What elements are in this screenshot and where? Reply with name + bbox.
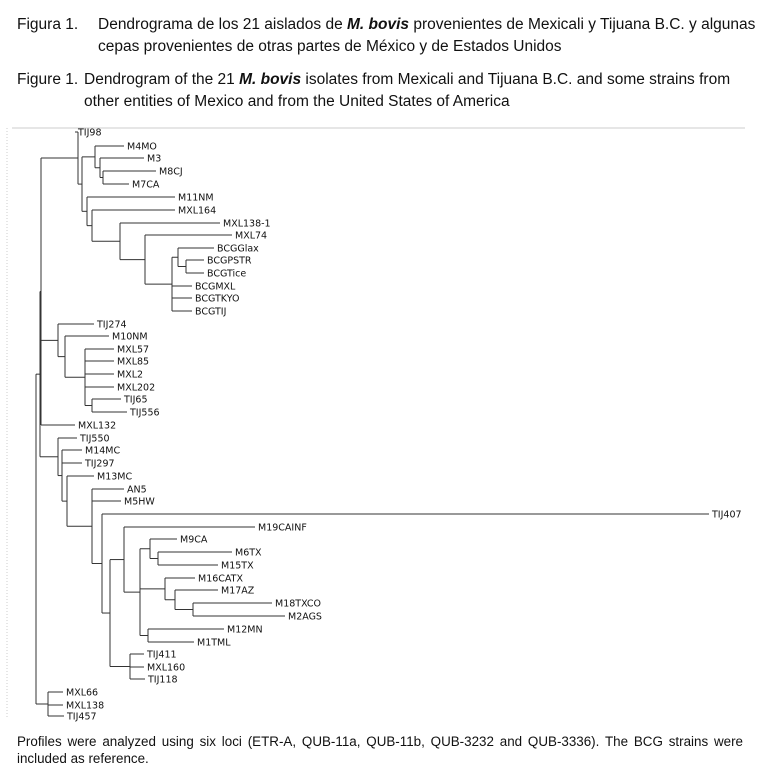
leaf-label: TIJ457 — [66, 712, 97, 723]
leaf-label: TIJ65 — [123, 395, 148, 406]
leaf-label: BCGTKYO — [195, 294, 239, 305]
leaf-label: M16CATX — [198, 574, 243, 585]
leaf-label: MXL66 — [66, 688, 98, 699]
leaf-label: TIJ118 — [147, 675, 178, 686]
caption-en-line2: other entities of Mexico and from the Un… — [84, 93, 510, 110]
caption-es-species: M. bovis — [347, 16, 410, 33]
caption-en-text-b: isolates from Mexicali and Tijuana B.C. … — [301, 71, 731, 88]
leaf-label: M7CA — [132, 180, 160, 191]
caption-en-species: M. bovis — [239, 71, 302, 88]
dendrogram: TIJ98M4MOM3M8CJM7CAM11NMMXL164MXL138-1MX… — [6, 127, 745, 723]
leaf-label: BCGGlax — [217, 244, 259, 255]
leaf-label: MXL74 — [235, 231, 267, 242]
leaf-label: MXL160 — [147, 663, 185, 674]
leaf-label: M18TXCO — [275, 599, 321, 610]
leaf-label: TIJ550 — [79, 434, 110, 445]
caption-es-text-b: provenientes de Mexicali y Tijuana B.C. … — [409, 16, 756, 33]
leaf-label: M13MC — [97, 472, 132, 483]
leaf-label: M12MN — [227, 625, 263, 636]
leaf-label: BCGTIJ — [195, 307, 226, 318]
leaf-label: MXL57 — [117, 345, 149, 356]
caption-en-number: Figure 1. — [17, 71, 79, 88]
leaf-label: M1TML — [197, 638, 231, 649]
caption-es-line1: Dendrograma de los 21 aislados de M. bov… — [98, 16, 755, 34]
dendrogram-leaf-labels: TIJ98M4MOM3M8CJM7CAM11NMMXL164MXL138-1MX… — [66, 128, 742, 723]
leaf-label: M10NM — [112, 332, 148, 343]
leaf-label: M2AGS — [288, 612, 322, 623]
leaf-label: M9CA — [180, 535, 208, 546]
figure-footnote: Profiles were analyzed using six loci (E… — [17, 734, 743, 766]
leaf-label: TIJ411 — [146, 650, 177, 661]
leaf-label: MXL2 — [117, 370, 143, 381]
leaf-label: TIJ98 — [77, 128, 102, 139]
leaf-label: MXL138 — [66, 701, 104, 712]
leaf-label: M3 — [147, 154, 161, 165]
leaf-label: BCGMXL — [195, 282, 236, 293]
leaf-label: MXL132 — [78, 421, 116, 432]
caption-es-number: Figura 1. — [17, 16, 79, 33]
leaf-label: M8CJ — [159, 167, 183, 178]
leaf-label: MXL138-1 — [223, 219, 271, 230]
leaf-label: M19CAINF — [258, 523, 307, 534]
leaf-label: TIJ556 — [129, 408, 160, 419]
caption-es-line2: cepas provenientes de otras partes de Mé… — [98, 38, 562, 55]
leaf-label: BCGTice — [207, 269, 246, 280]
leaf-label: TIJ274 — [96, 320, 127, 331]
leaf-label: M11NM — [178, 193, 214, 204]
leaf-label: M4MO — [127, 142, 157, 153]
caption-es-text-a: Dendrograma de los 21 aislados de — [98, 16, 348, 33]
leaf-label: M6TX — [235, 548, 262, 559]
leaf-label: BCGPSTR — [207, 256, 252, 267]
dendrogram-branches — [35, 131, 709, 717]
leaf-label: M17AZ — [221, 586, 255, 597]
caption-en-text-a: Dendrogram of the 21 — [84, 71, 240, 88]
leaf-label: MXL202 — [117, 383, 155, 394]
leaf-label: AN5 — [127, 485, 147, 496]
leaf-label: TIJ297 — [84, 459, 115, 470]
leaf-label: M15TX — [221, 561, 254, 572]
leaf-label: M14MC — [85, 446, 120, 457]
leaf-label: MXL85 — [117, 357, 149, 368]
caption-en-line1: Dendrogram of the 21 M. bovis isolates f… — [84, 71, 730, 89]
leaf-label: MXL164 — [178, 206, 216, 217]
leaf-label: M5HW — [124, 497, 155, 508]
leaf-label: TIJ407 — [711, 510, 742, 521]
